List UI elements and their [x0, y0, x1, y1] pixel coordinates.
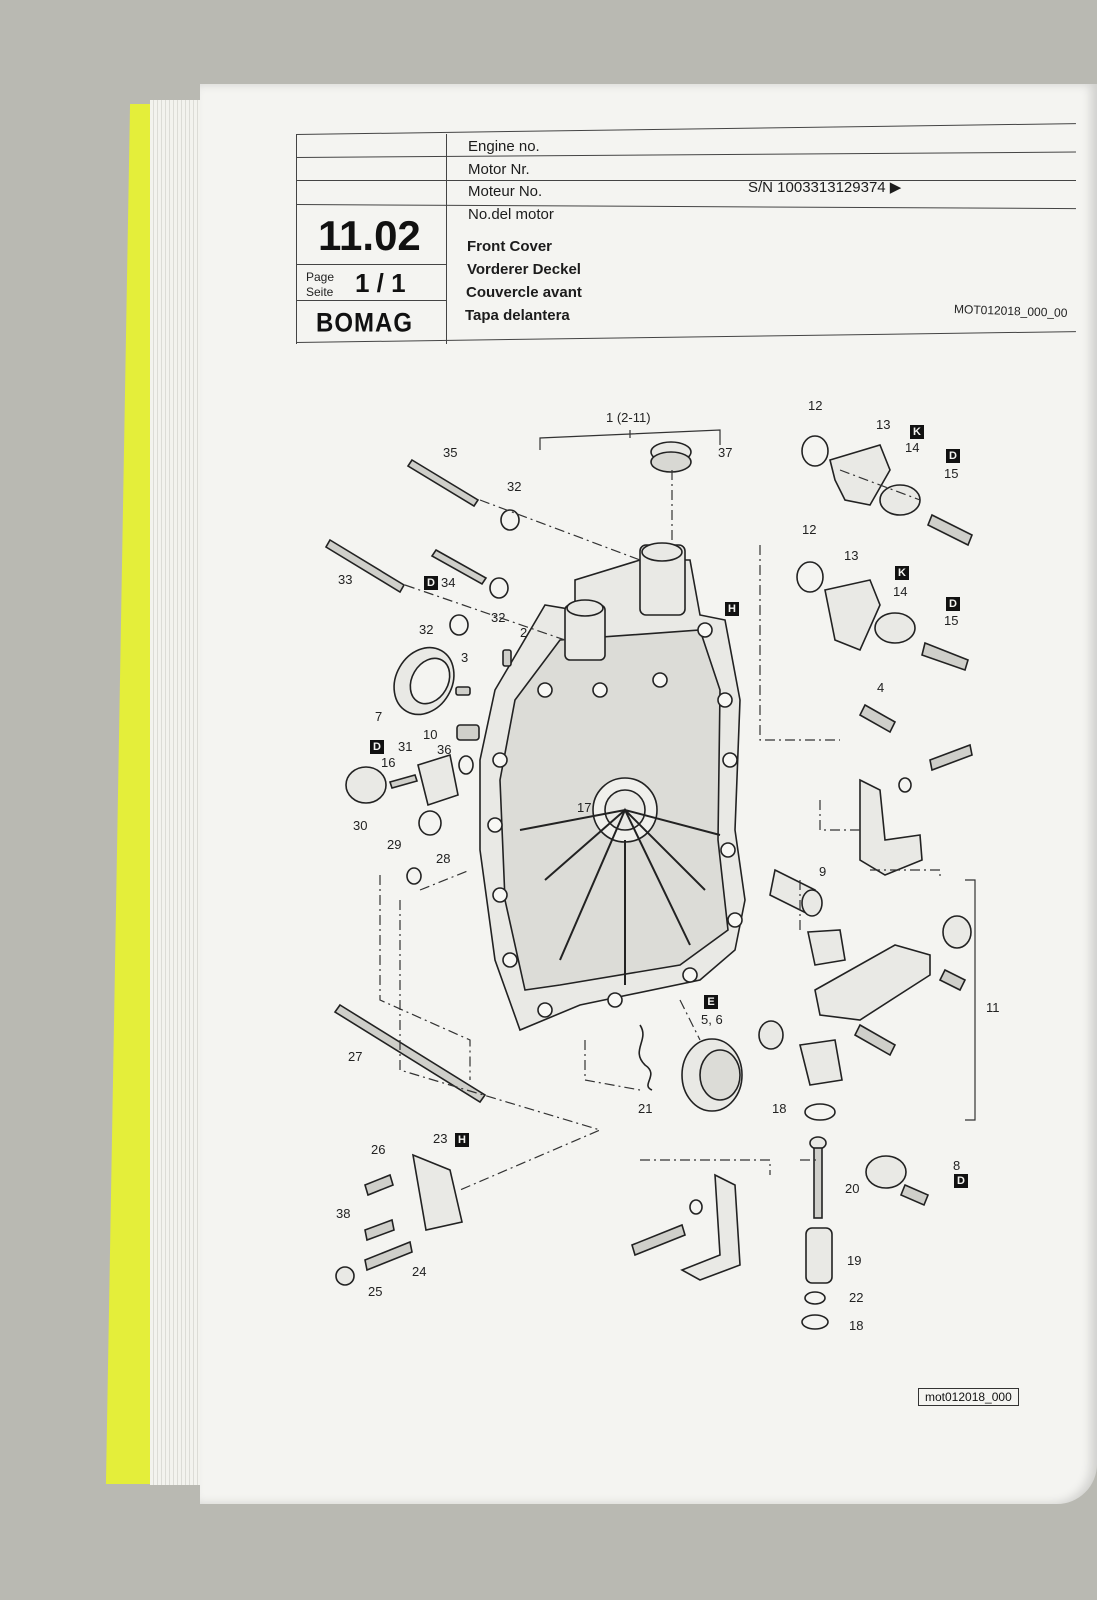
callout-label: 13: [844, 548, 859, 563]
engine-label-es: No.del motor: [468, 206, 554, 223]
callout-label: 29: [387, 837, 402, 852]
callout-label: 33: [338, 572, 353, 587]
marker-d: D: [424, 576, 438, 590]
callout-label: 15: [944, 466, 959, 481]
section-number: 11.02: [318, 212, 421, 259]
marker-d: D: [954, 1174, 968, 1188]
callout-label: 12: [802, 522, 817, 537]
page-word-de: Seite: [306, 285, 334, 299]
callout-label: 8: [953, 1158, 961, 1173]
callout-label: 32: [507, 479, 522, 494]
callout-label: 20: [845, 1181, 860, 1196]
callout-label: 14: [905, 440, 920, 455]
callout-label: 18: [772, 1101, 787, 1116]
callout-label: 24: [412, 1264, 427, 1279]
page-word-en: Page: [306, 270, 335, 284]
marker-d: D: [946, 449, 960, 463]
drawing-reference: mot012018_000: [918, 1388, 1019, 1406]
callout-label: 32: [419, 622, 434, 637]
engine-label-fr: Moteur No.: [468, 183, 543, 200]
callout-label: 11: [986, 1000, 1000, 1015]
title-de: Vorderer Deckel: [467, 261, 581, 278]
engine-label-de: Motor Nr.: [468, 161, 530, 178]
callout-label: 21: [638, 1101, 653, 1116]
callout-label: 9: [819, 864, 827, 879]
callout-label: 7: [375, 709, 383, 724]
callout-label: 36: [437, 742, 452, 757]
marker-d: D: [946, 597, 960, 611]
serial-number: S/N 1003313129374 ▶: [748, 178, 901, 196]
play-arrow-icon: ▶: [889, 179, 902, 196]
brand-logo: BOMAG: [316, 308, 413, 339]
callout-label: 18: [849, 1318, 864, 1333]
callout-label: 14: [893, 584, 908, 599]
callout-label: 28: [436, 851, 451, 866]
callout-label: 17: [577, 800, 592, 815]
callout-label: 23: [433, 1131, 448, 1146]
callout-label: 15: [944, 613, 959, 628]
page-fraction: 1 / 1: [355, 268, 406, 298]
marker-k: K: [895, 566, 909, 580]
callout-label: 35: [443, 445, 458, 460]
callout-label: 2: [520, 625, 528, 640]
callout-label: 25: [368, 1284, 383, 1299]
marker-e: E: [704, 995, 718, 1009]
marker-k: K: [910, 425, 924, 439]
callout-label: 10: [423, 727, 438, 742]
serial-text: S/N 1003313129374: [748, 179, 886, 196]
callout-label: 4: [877, 680, 885, 695]
marker-d: D: [370, 740, 384, 754]
callout-label: 27: [348, 1049, 363, 1064]
callout-label: 3: [461, 650, 469, 665]
callout-label: 37: [718, 445, 733, 460]
callout-label: 19: [847, 1253, 862, 1268]
callout-label: 30: [353, 818, 368, 833]
callout-label: 12: [808, 398, 823, 413]
callout-label: 5, 6: [701, 1012, 723, 1027]
callout-label: 16: [381, 755, 396, 770]
callout-label: 22: [849, 1290, 864, 1305]
callout-label: 26: [371, 1142, 386, 1157]
title-fr: Couvercle avant: [466, 284, 582, 301]
callout-label: 38: [336, 1206, 351, 1221]
title-en: Front Cover: [467, 238, 553, 255]
marker-h: H: [455, 1133, 469, 1147]
callout-group-1: 1 (2-11): [606, 410, 651, 425]
callout-label: 34: [441, 575, 456, 590]
callout-label: 31: [398, 739, 413, 754]
engine-label-en: Engine no.: [468, 138, 540, 155]
callout-label: 13: [876, 417, 891, 432]
header-table: [295, 123, 1076, 346]
callout-label: 32: [491, 610, 506, 625]
title-es: Tapa delantera: [465, 307, 570, 324]
marker-h: H: [725, 602, 739, 616]
